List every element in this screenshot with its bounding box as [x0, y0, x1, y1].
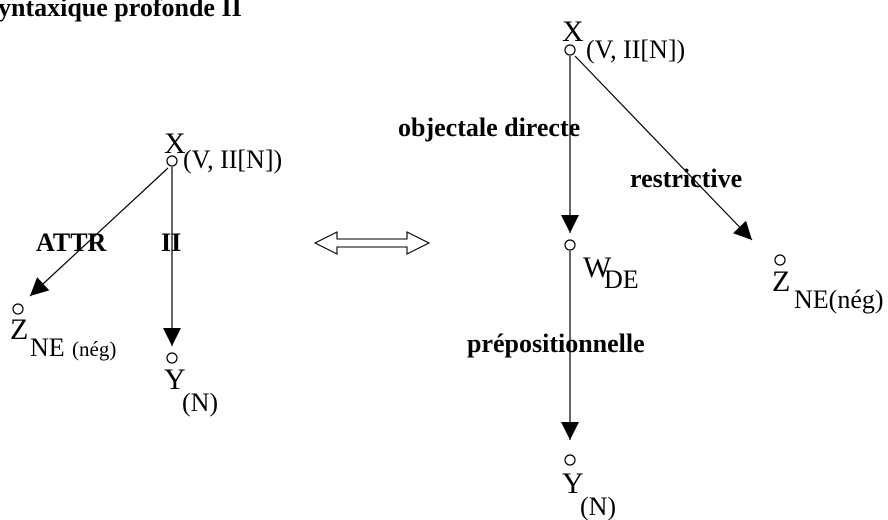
right-restrictive-label: restrictive — [630, 164, 742, 193]
left-attr-label: ATTR — [36, 228, 107, 257]
right-w-node — [564, 239, 576, 251]
right-root-letter: X — [562, 15, 584, 48]
left-attr-edge — [29, 167, 169, 297]
right-y-letter: Y — [562, 467, 584, 500]
right-y-node — [564, 454, 576, 466]
left-root-letter: X — [164, 127, 186, 160]
right-z-node — [774, 254, 786, 266]
right-root-node — [564, 44, 576, 56]
left-root-subscript: (V, II[N]) — [183, 145, 282, 174]
left-z-letter: Z — [10, 313, 28, 346]
right-prepositionnelle-label: prépositionnelle — [467, 329, 645, 358]
double-arrow-icon — [313, 231, 431, 255]
equivalence-arrow — [313, 231, 431, 255]
left-ii-label: II — [161, 228, 181, 257]
left-y-letter: Y — [164, 363, 186, 396]
left-tree: X (V, II[N]) ATTR II Z NE (nég) Y (N) — [10, 127, 282, 417]
right-tree: X (V, II[N]) objectale directe restricti… — [398, 15, 884, 520]
left-z-subscript-neg: (nég) — [72, 337, 116, 361]
right-root-subscript: (V, II[N]) — [586, 35, 685, 64]
right-objectale-label: objectale directe — [398, 113, 580, 142]
left-z-subscript: NE — [30, 333, 65, 362]
left-z-node — [12, 303, 24, 315]
right-w-letter: W — [583, 251, 612, 284]
right-z-letter: Z — [772, 265, 790, 298]
left-y-subscript: (N) — [182, 388, 218, 417]
right-restrictive-edge — [574, 55, 753, 241]
right-z-subscript: NE(nég) — [794, 285, 884, 314]
right-y-subscript: (N) — [580, 492, 616, 520]
left-y-node — [166, 352, 178, 364]
right-w-subscript: DE — [604, 265, 639, 294]
heading-fragment: yntaxique profonde II — [0, 0, 242, 22]
left-root-node — [166, 155, 178, 167]
